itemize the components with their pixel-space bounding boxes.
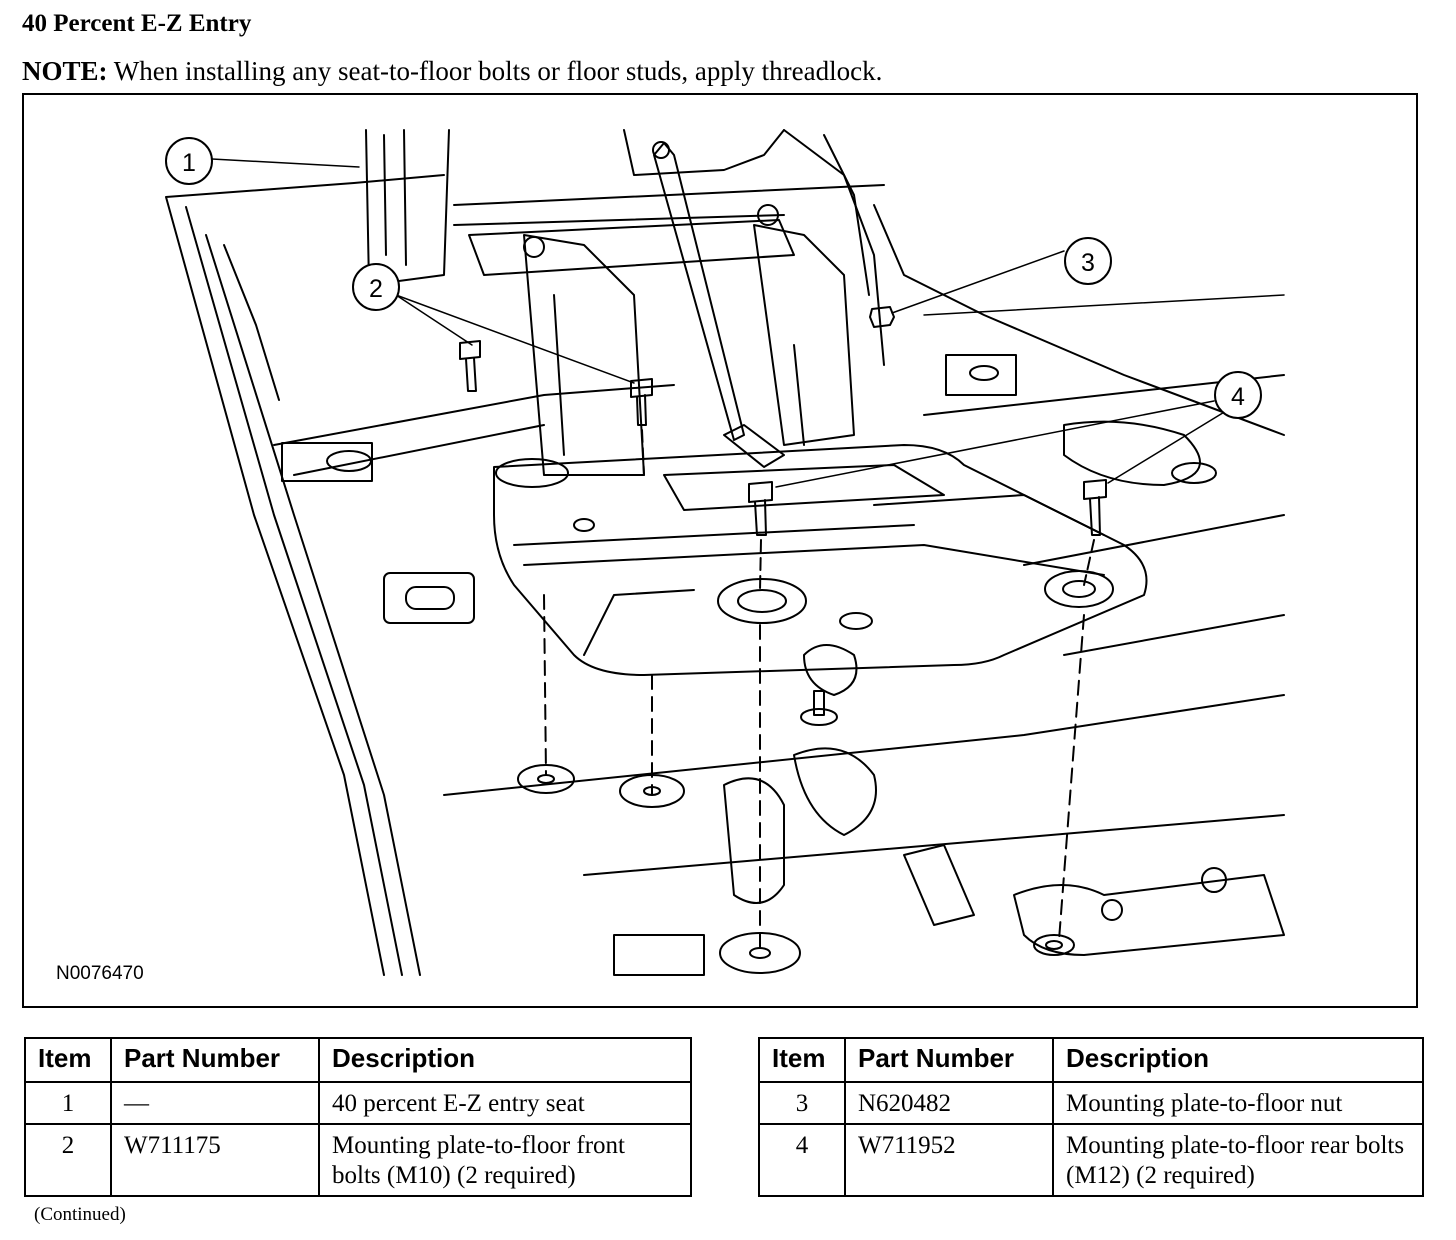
callout-4: 4 [1214, 371, 1262, 419]
callout-2: 2 [352, 263, 400, 311]
part-number-cell: N620482 [844, 1081, 1054, 1125]
item-cell: 4 [758, 1123, 846, 1197]
parts-table-left: Item Part Number Description 1 — 40 perc… [24, 1037, 692, 1197]
note-label: NOTE: [22, 56, 108, 86]
fasteners [459, 306, 1107, 974]
mounting-plate [493, 444, 1148, 676]
callout-1-label: 1 [182, 149, 196, 177]
floor-pan [165, 174, 1285, 976]
part-number-cell: W711175 [110, 1123, 320, 1197]
table-row: 4 W711952 Mounting plate-to-floor rear b… [758, 1123, 1424, 1197]
description-cell: Mounting plate-to-floor front bolts (M10… [318, 1123, 692, 1197]
callout-1: 1 [165, 137, 213, 185]
column-header-description: Description [318, 1037, 692, 1083]
table-header-row: Item Part Number Description [24, 1037, 692, 1083]
table-row: 1 — 40 percent E-Z entry seat [24, 1081, 692, 1125]
seat-assembly [365, 129, 885, 476]
callout-2-label: 2 [369, 275, 383, 303]
part-number-cell: W711952 [844, 1123, 1054, 1197]
note-text: When installing any seat-to-floor bolts … [113, 56, 883, 86]
table-header-row: Item Part Number Description [758, 1037, 1424, 1083]
leader-lines [211, 158, 1227, 488]
figure-id: N0076470 [56, 963, 144, 984]
table-row: 3 N620482 Mounting plate-to-floor nut [758, 1081, 1424, 1125]
bolt-rear-left [748, 481, 773, 591]
bolt-front-left [459, 340, 481, 392]
note: NOTE: When installing any seat-to-floor … [22, 56, 882, 87]
nut-item-3 [869, 306, 895, 328]
item-cell: 2 [24, 1123, 112, 1197]
column-header-part-number: Part Number [110, 1037, 320, 1083]
bolt-rear-right [1083, 479, 1107, 586]
column-header-item: Item [758, 1037, 846, 1083]
table-row: 2 W711175 Mounting plate-to-floor front … [24, 1123, 692, 1197]
description-cell: Mounting plate-to-floor rear bolts (M12)… [1052, 1123, 1424, 1197]
parts-table-right: Item Part Number Description 3 N620482 M… [758, 1037, 1424, 1197]
section-title: 40 Percent E-Z Entry [22, 10, 252, 37]
item-cell: 1 [24, 1081, 112, 1125]
callout-3: 3 [1064, 237, 1112, 285]
callout-4-label: 4 [1231, 383, 1245, 411]
figure-frame: 1 2 3 4 N0076470 [22, 93, 1418, 1008]
column-header-item: Item [24, 1037, 112, 1083]
item-cell: 3 [758, 1081, 846, 1125]
seat-mounting-illustration: 1 2 3 4 N0076470 [56, 129, 1285, 984]
column-header-part-number: Part Number [844, 1037, 1054, 1083]
description-cell: 40 percent E-Z entry seat [318, 1081, 692, 1125]
callout-3-label: 3 [1081, 249, 1095, 277]
part-number-cell: — [110, 1081, 320, 1125]
continued-note: (Continued) [34, 1204, 126, 1225]
column-header-description: Description [1052, 1037, 1424, 1083]
description-cell: Mounting plate-to-floor nut [1052, 1081, 1424, 1125]
bolt-front-right [630, 378, 653, 476]
